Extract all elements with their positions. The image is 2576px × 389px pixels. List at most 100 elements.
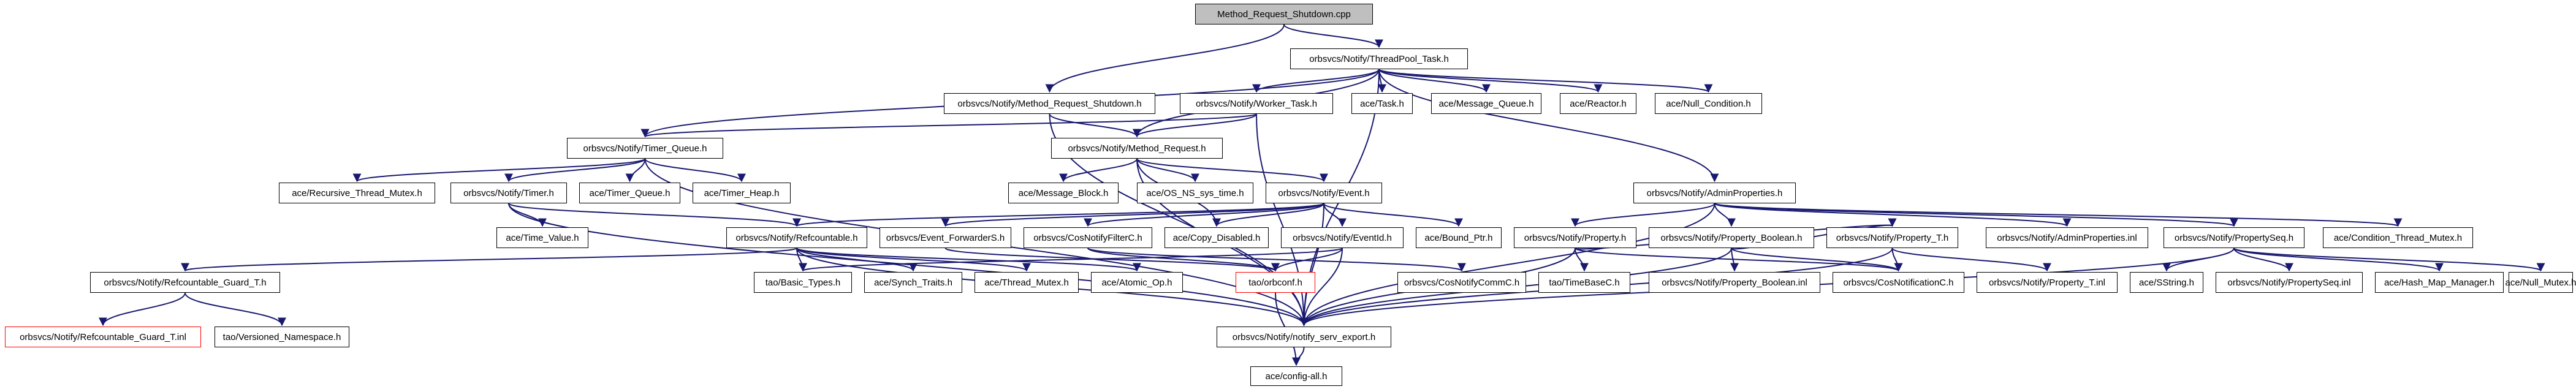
graph-node-efs_h[interactable]: orbsvcs/Event_ForwarderS.h — [880, 227, 1011, 248]
include-edge-nrg_h-to-tao_vn — [184, 292, 286, 327]
include-edge-nevent_h-to-cnfc_h — [1084, 203, 1324, 227]
graph-node-cnfc_h[interactable]: orbsvcs/CosNotifyFilterC.h — [1024, 227, 1152, 248]
include-edge-nap_h-to-npb_h — [1714, 203, 1736, 227]
graph-node-ace_st[interactable]: ace/Synch_Traits.h — [864, 272, 962, 293]
include-edge-mrs_h-to-nmr_h — [1049, 113, 1141, 138]
include-edge-nevent_h-to-ace_cd — [1212, 203, 1324, 227]
graph-node-ace_ctm[interactable]: ace/Condition_Thread_Mutex.h — [2323, 227, 2473, 248]
graph-node-ace_th[interactable]: ace/Timer_Heap.h — [693, 183, 791, 203]
graph-node-ace_hmm[interactable]: ace/Hash_Map_Manager.h — [2375, 272, 2504, 293]
include-edge-ntimer_h-to-nrefc_h — [508, 203, 801, 227]
graph-node-tao_vn[interactable]: tao/Versioned_Namespace.h — [215, 327, 349, 347]
include-edge-nps_h-to-ace_nm — [2233, 247, 2545, 272]
include-edge-tpt_h-to-ace_task — [1377, 69, 1386, 93]
graph-node-worker_h[interactable]: orbsvcs/Notify/Worker_Task.h — [1180, 93, 1333, 114]
graph-node-ace_task[interactable]: ace/Task.h — [1351, 93, 1413, 114]
include-edge-tpt_h-to-ace_nullcond — [1378, 69, 1713, 93]
include-edge-nmr_h-to-nevent_h — [1136, 158, 1328, 183]
include-edge-tpt_h-to-worker_h — [1252, 69, 1380, 93]
graph-node-ace_config[interactable]: ace/config-all.h — [1250, 366, 1342, 386]
include-edge-ntq_h-to-ace_th — [644, 158, 746, 183]
graph-node-ace_mb[interactable]: ace/Message_Block.h — [1008, 183, 1119, 203]
include-edge-nap_h-to-nps_h — [1714, 203, 2238, 227]
include-edge-worker_h-to-nse_h — [1256, 113, 1309, 327]
graph-node-tao_orbconf[interactable]: tao/orbconf.h — [1236, 272, 1315, 293]
include-edge-nevent_h-to-efs_h — [941, 203, 1324, 227]
graph-node-ace_bp[interactable]: ace/Bound_Ptr.h — [1416, 227, 1502, 248]
include-edge-nrefc_h-to-ace_st — [796, 247, 918, 272]
include-edge-npt_h-to-npti — [1891, 247, 2051, 272]
graph-node-npbi[interactable]: orbsvcs/Notify/Property_Boolean.inl — [1649, 272, 1820, 293]
graph-node-tao_tbc[interactable]: tao/TimeBaseC.h — [1538, 272, 1630, 293]
graph-node-ace_rtm[interactable]: ace/Recursive_Thread_Mutex.h — [279, 183, 435, 203]
graph-node-ntimer_h[interactable]: orbsvcs/Notify/Timer.h — [450, 183, 567, 203]
include-edge-tpt_h-to-ace_reactor — [1378, 69, 1603, 93]
include-edge-nmr_h-to-ace_mb — [1059, 158, 1138, 183]
graph-node-npb_h[interactable]: orbsvcs/Notify/Property_Boolean.h — [1649, 227, 1814, 248]
graph-node-mrs_h[interactable]: orbsvcs/Notify/Method_Request_Shutdown.h — [944, 93, 1155, 114]
graph-node-cnc_h[interactable]: orbsvcs/CosNotificationC.h — [1833, 272, 1964, 293]
include-edge-nprop_h-to-tao_tbc — [1575, 247, 1589, 272]
graph-node-nprop_h[interactable]: orbsvcs/Notify/Property.h — [1514, 227, 1636, 248]
graph-node-nrgi[interactable]: orbsvcs/Notify/Refcountable_Guard_T.inl — [5, 327, 201, 347]
graph-node-nrg_h[interactable]: orbsvcs/Notify/Refcountable_Guard_T.h — [90, 272, 280, 293]
include-edge-ntimer_h-to-ace_tv — [508, 203, 547, 227]
include-edge-nrg_h-to-nrgi — [99, 292, 186, 327]
graph-node-nse_h[interactable]: orbsvcs/Notify/notify_serv_export.h — [1217, 327, 1391, 347]
include-edge-nprop_h-to-cnc_h — [1575, 247, 1903, 272]
graph-node-tao_bt[interactable]: tao/Basic_Types.h — [754, 272, 852, 293]
graph-node-npsi[interactable]: orbsvcs/Notify/PropertySeq.inl — [2216, 272, 2363, 293]
include-edge-tpt_h-to-ace_msgq — [1378, 69, 1491, 93]
include-edge-nps_h-to-ace_ss — [2162, 247, 2235, 272]
include-edge-nevent_h-to-nse_h — [1299, 203, 1324, 327]
graph-node-tpt_h[interactable]: orbsvcs/Notify/ThreadPool_Task.h — [1290, 48, 1468, 69]
include-edge-ntq_h-to-ace_tq — [625, 158, 646, 183]
graph-node-ace_nm[interactable]: ace/Null_Mutex.h — [2506, 272, 2576, 293]
include-edge-cnfc_h-to-tao_orbconf — [1087, 247, 1280, 272]
include-edge-nap_h-to-nprop_h — [1571, 203, 1715, 227]
graph-node-npti[interactable]: orbsvcs/Notify/Property_T.inl — [1977, 272, 2118, 293]
include-edge-nap_h-to-napi — [1714, 203, 2072, 227]
graph-node-ace_tm[interactable]: ace/Thread_Mutex.h — [975, 272, 1079, 293]
include-edge-ntq_h-to-ntimer_h — [504, 158, 646, 183]
include-edge-nrefc_h-to-ace_ao — [796, 247, 1141, 272]
include-edge-root-to-tpt_h — [1283, 24, 1383, 48]
include-edge-tpt_h-to-nap_h — [1378, 69, 1719, 183]
include-edge-npb_h-to-cnc_h — [1731, 247, 1903, 272]
graph-node-nps_h[interactable]: orbsvcs/Notify/PropertySeq.h — [2164, 227, 2304, 248]
graph-node-cncc_h[interactable]: orbsvcs/CosNotifyCommC.h — [1397, 272, 1526, 293]
include-edge-nps_h-to-ace_hmm — [2233, 247, 2444, 272]
include-edge-nap_h-to-ace_ctm — [1714, 203, 2402, 227]
graph-node-ace_tq[interactable]: ace/Timer_Queue.h — [579, 183, 680, 203]
include-edge-ntq_h-to-ace_rtm — [352, 158, 646, 183]
graph-node-ace_ao[interactable]: ace/Atomic_Op.h — [1091, 272, 1183, 293]
graph-node-ace_msgq[interactable]: ace/Message_Queue.h — [1431, 93, 1541, 114]
include-edge-nrefc_h-to-ace_tm — [796, 247, 1031, 272]
graph-node-ace_cd[interactable]: ace/Copy_Disabled.h — [1165, 227, 1269, 248]
graph-node-ace_osns[interactable]: ace/OS_NS_sys_time.h — [1137, 183, 1253, 203]
include-edge-worker_h-to-ntq_h — [641, 113, 1257, 138]
graph-node-ace_ss[interactable]: ace/SString.h — [2130, 272, 2203, 293]
graph-node-ace_reactor[interactable]: ace/Reactor.h — [1560, 93, 1636, 114]
include-edge-nrefc_h-to-tao_bt — [796, 247, 807, 272]
include-edge-neid_h-to-tao_orbconf — [1271, 247, 1343, 272]
graph-node-napi[interactable]: orbsvcs/Notify/AdminProperties.inl — [1986, 227, 2148, 248]
include-edge-cnfc_h-to-cncc_h — [1087, 247, 1466, 272]
include-edge-nap_h-to-nse_h — [1299, 203, 1715, 327]
include-edge-npb_h-to-npbi — [1730, 247, 1739, 272]
include-edge-nps_h-to-npsi — [2233, 247, 2293, 272]
include-edge-nse_h-to-ace_config — [1292, 347, 1305, 366]
graph-node-nmr_h[interactable]: orbsvcs/Notify/Method_Request.h — [1051, 138, 1223, 159]
include-edge-nevent_h-to-ace_bp — [1323, 203, 1463, 227]
graph-node-root[interactable]: Method_Request_Shutdown.cpp — [1195, 4, 1373, 25]
graph-node-nap_h[interactable]: orbsvcs/Notify/AdminProperties.h — [1633, 183, 1796, 203]
graph-node-nevent_h[interactable]: orbsvcs/Notify/Event.h — [1266, 183, 1382, 203]
include-edge-npt_h-to-cnc_h — [1891, 247, 1903, 272]
include-edge-ntimer_h-to-nse_h — [508, 203, 1309, 327]
graph-node-ace_tv[interactable]: ace/Time_Value.h — [496, 227, 588, 248]
graph-node-ace_nullcond[interactable]: ace/Null_Condition.h — [1655, 93, 1762, 114]
graph-node-ntq_h[interactable]: orbsvcs/Notify/Timer_Queue.h — [567, 138, 723, 159]
graph-node-neid_h[interactable]: orbsvcs/Notify/EventId.h — [1281, 227, 1404, 248]
graph-node-nrefc_h[interactable]: orbsvcs/Notify/Refcountable.h — [726, 227, 867, 248]
graph-node-npt_h[interactable]: orbsvcs/Notify/Property_T.h — [1826, 227, 1958, 248]
